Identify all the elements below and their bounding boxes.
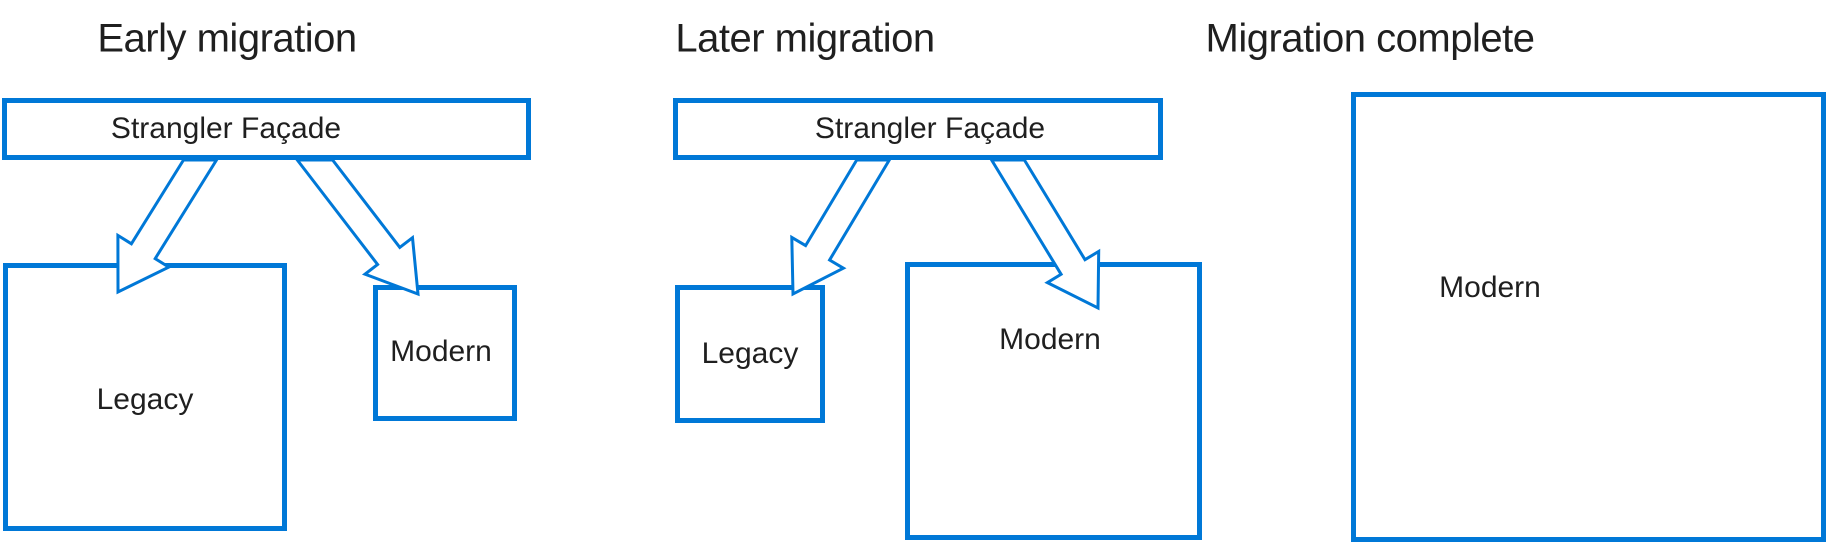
modern-box-later: Modern — [905, 262, 1202, 540]
modern-label-early: Modern — [390, 335, 492, 368]
legacy-label-early: Legacy — [96, 383, 194, 416]
modern-box-early: Modern — [373, 285, 517, 421]
strangler-facade-box-later: Strangler Façade — [673, 98, 1163, 160]
strangler-facade-box-early: Strangler Façade — [2, 98, 531, 160]
legacy-box-later: Legacy — [675, 285, 825, 423]
strangler-facade-label-early: Strangler Façade — [110, 112, 342, 145]
block-arrow-down-left-icon — [790, 158, 892, 297]
strangler-facade-label-later: Strangler Façade — [814, 112, 1046, 145]
legacy-label-later: Legacy — [701, 337, 799, 370]
panel-title-migration-complete: Migration complete — [1205, 16, 1535, 61]
modern-box-complete: Modern — [1351, 92, 1826, 542]
panel-title-later-migration: Later migration — [675, 16, 935, 61]
panel-title-early-migration: Early migration — [97, 16, 357, 61]
modern-label-later: Modern — [999, 323, 1101, 356]
legacy-box-early: Legacy — [3, 263, 287, 531]
modern-label-complete: Modern — [1439, 271, 1541, 304]
block-arrow-down-right-icon — [294, 158, 420, 297]
